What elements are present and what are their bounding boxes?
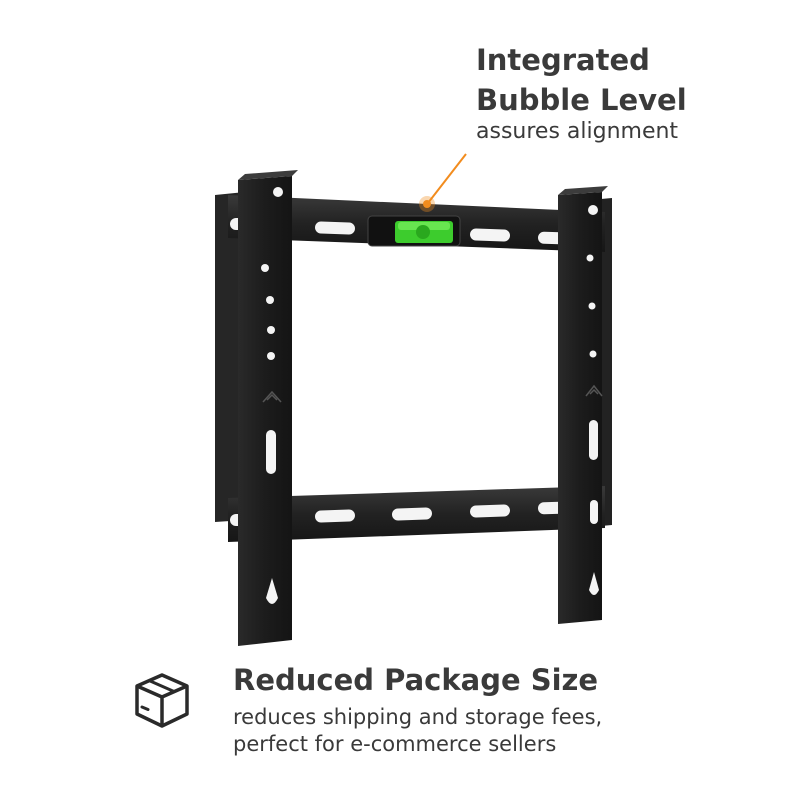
bubble-level-title-line-1: Integrated	[476, 43, 650, 77]
package-size-subtitle: reduces shipping and storage fees, perfe…	[233, 704, 602, 758]
box-icon	[135, 673, 189, 728]
package-size-subtitle-line-2: perfect for e-commerce sellers	[233, 732, 557, 756]
bubble-level-title: Integrated Bubble Level	[476, 40, 687, 120]
bubble-level-icon	[367, 215, 461, 247]
bubble-level-subtitle: assures alignment	[476, 119, 679, 144]
bubble-level-title-line-2: Bubble Level	[476, 83, 687, 117]
bottom-crossbar	[228, 486, 605, 542]
package-size-title: Reduced Package Size	[233, 663, 599, 697]
right-rail	[558, 186, 608, 624]
bubble-level-callout	[419, 153, 467, 212]
left-rail	[238, 170, 298, 646]
package-size-subtitle-line-1: reduces shipping and storage fees,	[233, 705, 603, 729]
